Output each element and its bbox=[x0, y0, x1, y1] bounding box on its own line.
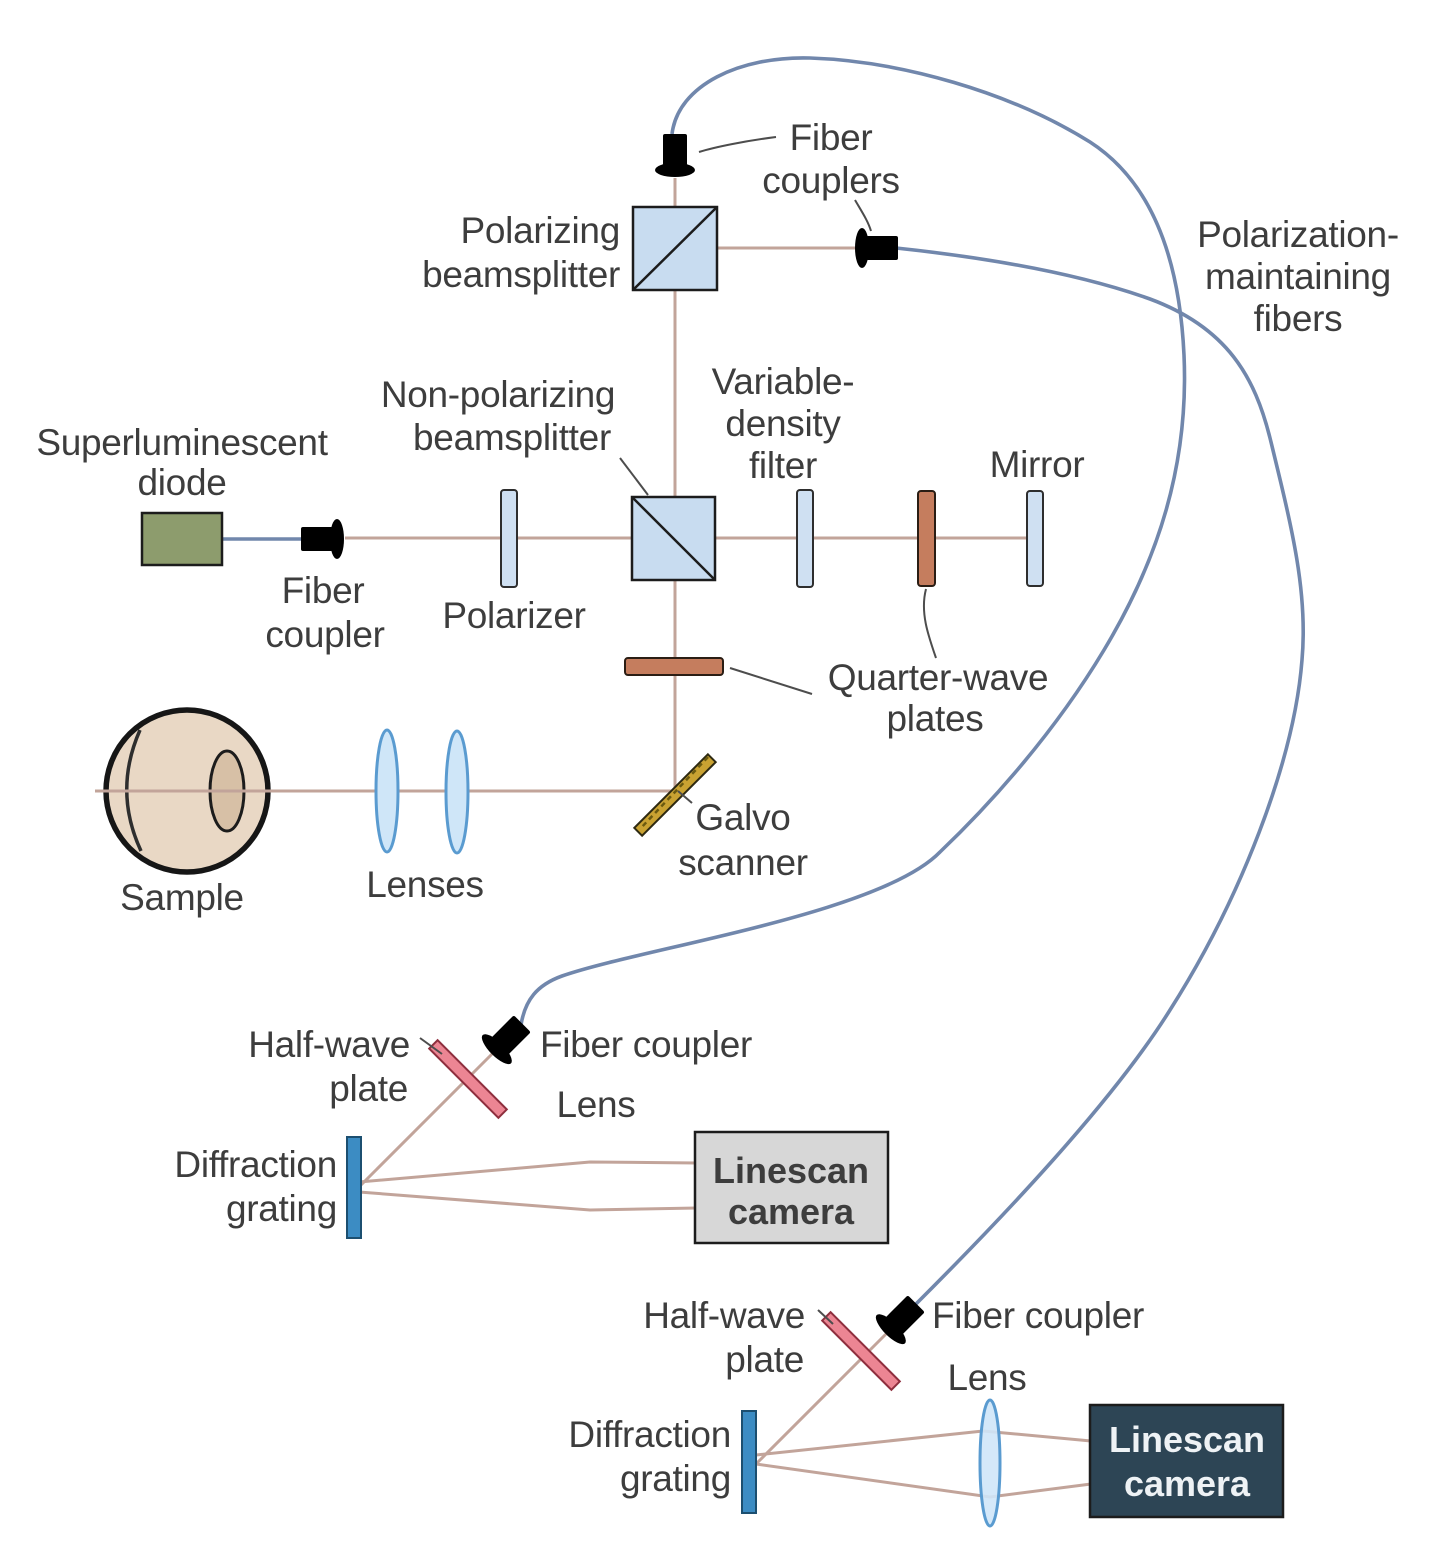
label-camera2-2: camera bbox=[1124, 1463, 1251, 1504]
label-fiber-couplers-2: couplers bbox=[762, 160, 899, 201]
beam-spectrometer2-out-lower bbox=[755, 1462, 1092, 1499]
leader-lines bbox=[419, 136, 937, 1325]
polarizer bbox=[500, 489, 518, 588]
galvo-scanner bbox=[632, 752, 718, 838]
variable-density-filter bbox=[796, 489, 814, 588]
label-polarizing-bs-1: Polarizing bbox=[461, 210, 620, 251]
label-sld-2: diode bbox=[137, 462, 226, 503]
label-fiber-coupler-src-1: Fiber bbox=[282, 570, 365, 611]
label-grating1-1: Diffraction bbox=[174, 1144, 337, 1185]
linescan-camera-1 bbox=[693, 1130, 890, 1245]
label-npbs-2: beamsplitter bbox=[413, 417, 611, 458]
label-galvo-1: Galvo bbox=[695, 797, 790, 838]
fiber-coupler-right-icon bbox=[855, 228, 898, 268]
leader-galvo bbox=[677, 790, 693, 804]
label-lenses: Lenses bbox=[366, 864, 484, 905]
label-sample: Sample bbox=[120, 877, 244, 918]
spectrometer2-lens bbox=[978, 1398, 1002, 1528]
label-polarizing-bs-2: beamsplitter bbox=[422, 254, 620, 295]
fiber-coupler-top-icon bbox=[655, 134, 695, 177]
label-grating1-2: grating bbox=[226, 1188, 337, 1229]
label-hwp2-2: plate bbox=[725, 1339, 804, 1380]
polarization-maintaining-fibers bbox=[222, 56, 1306, 1307]
label-hwp1-1: Half-wave bbox=[248, 1024, 410, 1065]
mirror bbox=[1026, 490, 1044, 587]
pm-fiber-to-spectrometer-2 bbox=[895, 246, 1306, 1307]
label-fiber-couplers-1: Fiber bbox=[790, 117, 873, 158]
label-grating2-2: grating bbox=[620, 1458, 731, 1499]
non-polarizing-beamsplitter bbox=[630, 495, 717, 582]
label-fiber-coupler-src-2: coupler bbox=[265, 614, 384, 655]
diffraction-grating-1 bbox=[346, 1136, 362, 1239]
leader-fiber-couplers-b bbox=[854, 199, 872, 232]
label-galvo-2: scanner bbox=[678, 842, 808, 883]
label-qwp-2: plates bbox=[887, 698, 984, 739]
beam-spectrometer2-out-upper bbox=[755, 1429, 1092, 1457]
label-sld-1: Superluminescent bbox=[36, 422, 328, 463]
label-qwp-1: Quarter-wave bbox=[828, 657, 1049, 698]
leader-npbs bbox=[619, 457, 649, 496]
leader-qwp-sample bbox=[729, 667, 813, 695]
label-polarizer: Polarizer bbox=[442, 595, 585, 636]
label-vdf-1: Variable- bbox=[712, 361, 855, 402]
label-pm-fibers-1: Polarization- bbox=[1197, 214, 1399, 255]
half-wave-plate-1 bbox=[427, 1038, 509, 1120]
diffraction-grating-2 bbox=[741, 1410, 757, 1514]
half-wave-plate-2 bbox=[820, 1310, 902, 1392]
label-pm-fibers-2: maintaining bbox=[1205, 256, 1391, 297]
superluminescent-diode bbox=[140, 511, 224, 567]
quarter-wave-plate-sample bbox=[624, 657, 724, 676]
labels: Fiber couplers Polarizing beamsplitter N… bbox=[36, 117, 1399, 1504]
label-camera1-2: camera bbox=[728, 1191, 855, 1232]
leader-fiber-couplers-a bbox=[698, 136, 777, 153]
beam-spectrometer1-out-upper bbox=[358, 1160, 698, 1184]
label-vdf-3: filter bbox=[749, 445, 817, 486]
label-fiber-coupler-2: Fiber coupler bbox=[932, 1295, 1144, 1336]
label-grating2-1: Diffraction bbox=[568, 1414, 731, 1455]
label-hwp2-1: Half-wave bbox=[643, 1295, 805, 1336]
label-lens-1: Lens bbox=[556, 1084, 635, 1125]
quarter-wave-plate-reference bbox=[917, 490, 936, 587]
pm-fiber-to-spectrometer-1 bbox=[519, 56, 1187, 1026]
sample-lens-1 bbox=[374, 728, 400, 854]
leader-hwp1 bbox=[419, 1037, 443, 1055]
label-lens-2: Lens bbox=[947, 1357, 1026, 1398]
leader-hwp2 bbox=[817, 1309, 834, 1325]
label-pm-fibers-3: fibers bbox=[1254, 298, 1343, 339]
fiber-coupler-source-icon bbox=[301, 519, 344, 559]
label-camera2-1: Linescan bbox=[1109, 1419, 1265, 1460]
linescan-camera-2 bbox=[1088, 1403, 1285, 1519]
label-hwp1-2: plate bbox=[329, 1068, 408, 1109]
label-npbs-1: Non-polarizing bbox=[381, 374, 615, 415]
label-camera1-1: Linescan bbox=[713, 1150, 869, 1191]
label-mirror: Mirror bbox=[990, 444, 1085, 485]
label-vdf-2: density bbox=[725, 403, 841, 444]
sample-lens-2 bbox=[444, 729, 470, 855]
beam-spectrometer1-out-lower bbox=[358, 1190, 698, 1212]
leader-qwp-reference bbox=[922, 588, 937, 659]
label-fiber-coupler-1: Fiber coupler bbox=[540, 1024, 752, 1065]
polarizing-beamsplitter bbox=[631, 205, 719, 292]
